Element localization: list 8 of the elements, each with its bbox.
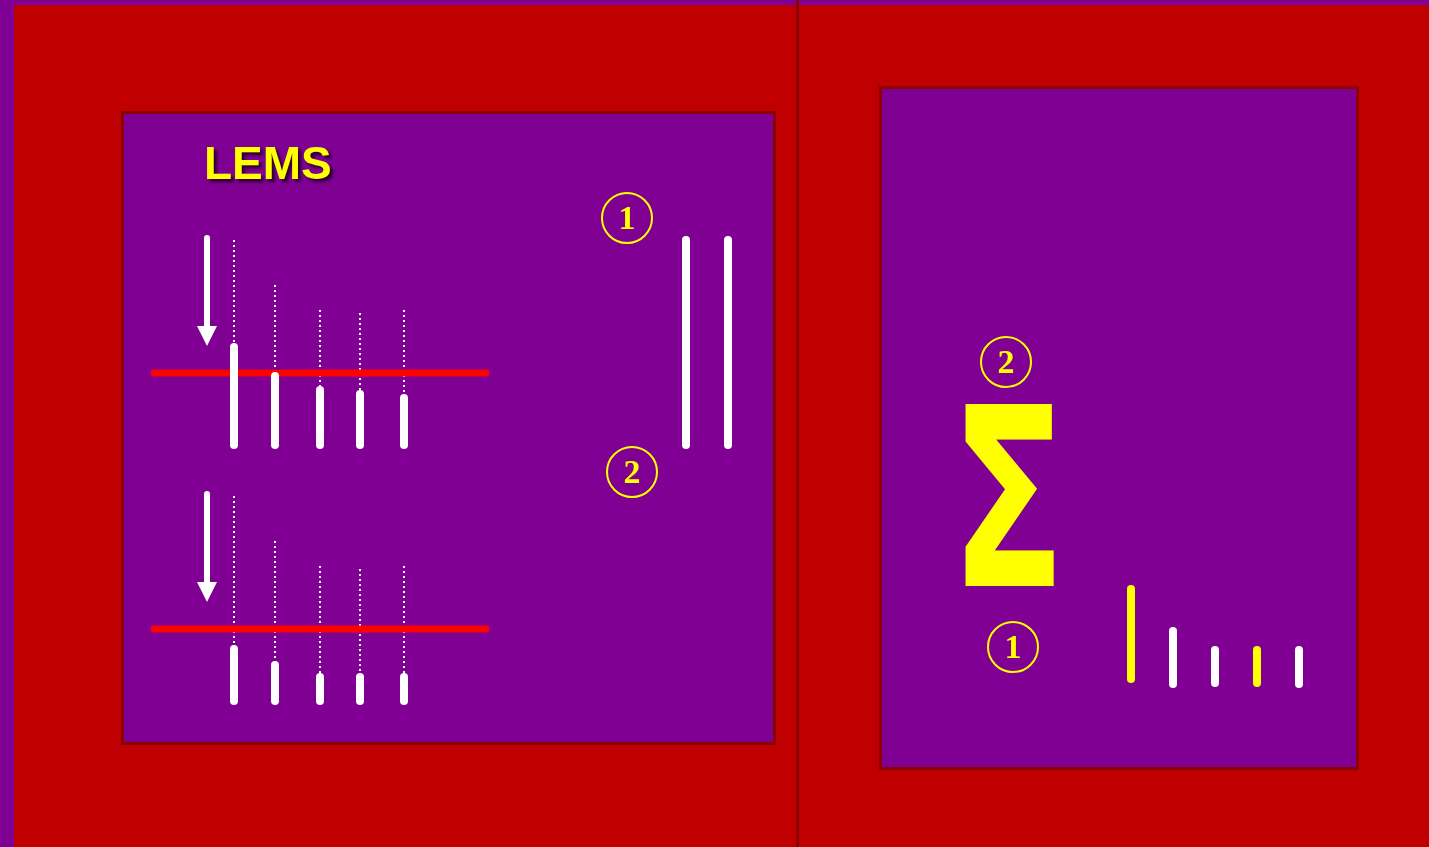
callout-number: 2 <box>606 446 658 498</box>
lems-panel <box>121 111 776 745</box>
sigma-symbol: Σ <box>950 405 1067 595</box>
callout-number: 1 <box>987 621 1039 673</box>
panel-title: LEMS <box>204 136 332 190</box>
summation-panel <box>879 86 1359 770</box>
callout-number: 2 <box>980 336 1032 388</box>
callout-number: 1 <box>601 192 653 244</box>
